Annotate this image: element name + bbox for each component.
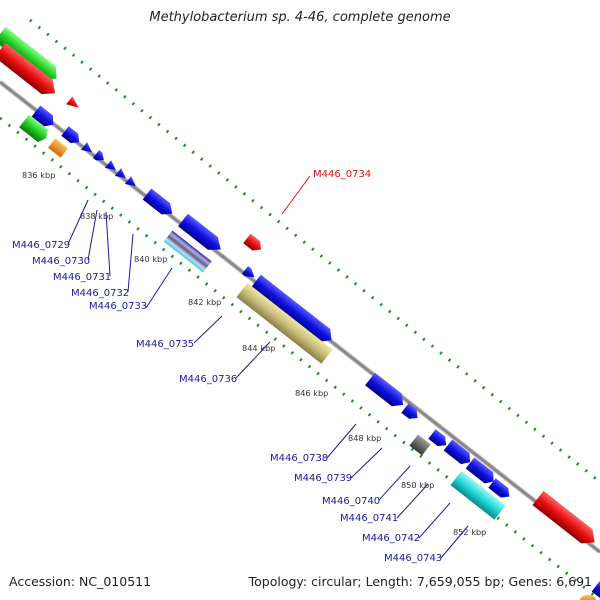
cds-arrow xyxy=(428,429,447,447)
gene-label-m446-0730[interactable]: M446_0730 xyxy=(32,256,90,267)
trna-box xyxy=(48,138,68,158)
cds-arrow xyxy=(142,188,173,215)
cds-arrow xyxy=(104,160,116,171)
cds-arrow xyxy=(401,403,418,419)
cds-arrow xyxy=(178,213,221,250)
cds-arrow xyxy=(465,457,494,484)
dotted-tracks xyxy=(0,18,600,600)
gene-labels: M446_0729 M446_0730 M446_0731 M446_0732 … xyxy=(12,169,442,564)
cds-arrow xyxy=(80,142,92,153)
topology-text: Topology: circular; Length: 7,659,055 bp… xyxy=(248,574,592,589)
cds-arrow-red xyxy=(532,490,595,544)
cds-arrow xyxy=(365,372,404,407)
tick-label: 844 kbp xyxy=(242,343,275,353)
gene-label-m446-0733[interactable]: M446_0733 xyxy=(89,301,147,312)
gene-label-m446-0740[interactable]: M446_0740 xyxy=(322,496,380,507)
label-connectors xyxy=(67,175,469,559)
misc-feature-khaki xyxy=(236,282,333,364)
tick-label: 850 kbp xyxy=(401,480,434,490)
tick-label: 838 kbp xyxy=(80,211,113,221)
cds-arrow xyxy=(241,266,255,278)
gene-label-m446-0734[interactable]: M446_0734 xyxy=(313,169,371,180)
gene-label-m446-0731[interactable]: M446_0731 xyxy=(53,272,111,283)
inner-features xyxy=(19,105,600,600)
tick-label: 842 kbp xyxy=(188,297,221,307)
gene-label-m446-0743[interactable]: M446_0743 xyxy=(384,553,442,564)
gene-label-m446-0739[interactable]: M446_0739 xyxy=(294,473,352,484)
grey-feature xyxy=(409,434,431,456)
trna-marker xyxy=(580,595,596,600)
cds-arrow-red xyxy=(243,233,262,251)
rrna-arrow xyxy=(0,26,57,81)
gene-label-m446-0738[interactable]: M446_0738 xyxy=(270,453,328,464)
tick-label: 846 kbp xyxy=(295,388,328,398)
gene-label-m446-0732[interactable]: M446_0732 xyxy=(71,288,129,299)
gene-label-m446-0736[interactable]: M446_0736 xyxy=(179,374,237,385)
cds-arrow-red xyxy=(66,96,79,108)
cds-arrow xyxy=(61,126,80,144)
cds-arrow xyxy=(114,168,126,179)
tick-label: 848 kbp xyxy=(348,433,381,443)
accession-text: Accession: NC_010511 xyxy=(9,574,152,589)
tick-label: 836 kbp xyxy=(22,170,55,180)
gene-label-m446-0735[interactable]: M446_0735 xyxy=(136,339,194,350)
gene-label-m446-0742[interactable]: M446_0742 xyxy=(362,533,420,544)
cds-arrow xyxy=(124,176,136,187)
outer-features xyxy=(0,26,595,544)
cds-arrow-red xyxy=(0,42,56,95)
rrna-arrow xyxy=(19,114,48,143)
map-title: Methylobacterium sp. 4-46, complete geno… xyxy=(149,10,451,25)
cds-arrow xyxy=(488,478,510,498)
cds-arrow xyxy=(443,439,471,465)
tick-label: 852 kbp xyxy=(453,527,486,537)
misc-feature-cyan xyxy=(450,470,506,520)
gene-label-m446-0741[interactable]: M446_0741 xyxy=(340,513,398,524)
tick-label: 840 kbp xyxy=(134,254,167,264)
striped-feature xyxy=(163,230,212,273)
cds-arrow xyxy=(251,274,332,342)
cds-arrow xyxy=(92,150,104,161)
tick-labels: 836 kbp 838 kbp 840 kbp 842 kbp 844 kbp … xyxy=(22,170,486,537)
cds-arrow xyxy=(31,105,54,127)
gene-label-m446-0729[interactable]: M446_0729 xyxy=(12,240,70,251)
